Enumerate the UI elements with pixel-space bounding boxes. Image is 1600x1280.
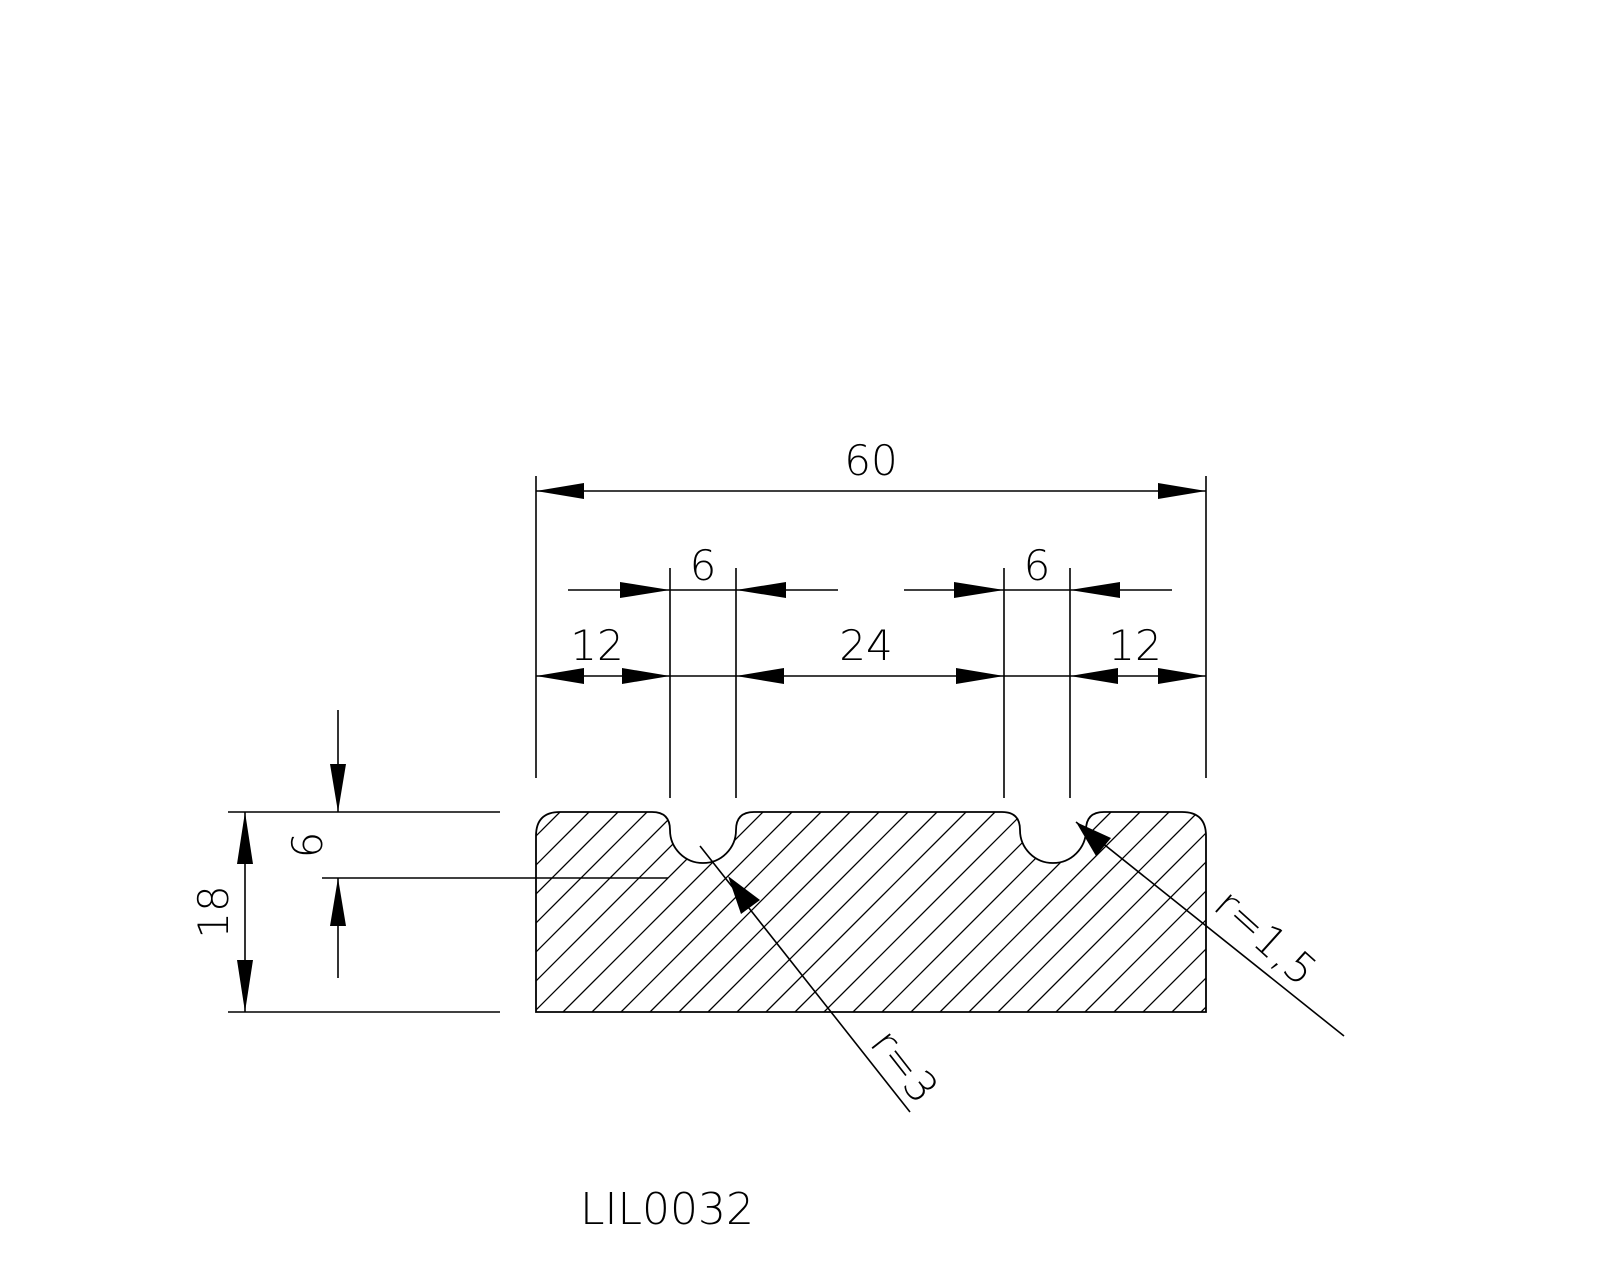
dimension-label-6-right: 6: [1024, 541, 1051, 590]
dimension-groove-depth: 6: [283, 710, 346, 978]
hatch-line: [536, 812, 735, 1012]
dimension-label-12-right: 12: [1108, 621, 1161, 670]
hatch-line: [620, 812, 822, 1012]
hatch-line: [1026, 812, 1206, 1012]
hatch-line: [968, 812, 1170, 1012]
hatch-line: [536, 812, 561, 1012]
hatch-line: [823, 812, 1025, 1012]
dimension-overall-width: 60: [536, 436, 1206, 499]
hatch-line: [881, 812, 1083, 1012]
hatch-line: [536, 812, 619, 1012]
dimension-label-18: 18: [189, 885, 238, 938]
hatch-line: [1055, 812, 1206, 1012]
hatch-line: [678, 812, 880, 1012]
hatch-line: [997, 812, 1199, 1012]
hatch-line: [1142, 812, 1206, 1012]
leader-groove-radius: r=3: [699, 845, 948, 1113]
profile-outline: [535, 811, 1207, 1013]
extension-lines: [535, 476, 1207, 798]
hatch-line: [536, 812, 677, 1012]
hatch-pattern: [536, 812, 1488, 1012]
leader-corner-radius: r=1,5: [1075, 821, 1345, 1037]
hatch-line: [1113, 812, 1206, 1012]
dimension-label-60: 60: [844, 436, 897, 485]
dimension-label-12-left: 12: [570, 621, 623, 670]
hatch-line: [765, 812, 967, 1012]
height-extension-lines: [228, 811, 668, 1013]
hatch-line: [536, 812, 706, 1012]
dimension-chain: 12 24 12: [536, 621, 1206, 684]
hatch-line: [536, 812, 590, 1012]
dimension-label-6-depth: 6: [283, 832, 332, 859]
dimension-groove-width-left: 6: [568, 541, 838, 598]
radius-label-r3: r=3: [861, 1020, 948, 1113]
dimension-label-24: 24: [839, 621, 892, 670]
hatch-line: [794, 812, 996, 1012]
dimension-overall-height: 18: [189, 812, 253, 1012]
hatch-line: [707, 812, 909, 1012]
hatch-line: [1084, 812, 1206, 1012]
dimension-groove-width-right: 6: [904, 541, 1172, 598]
hatch-line: [591, 812, 793, 1012]
part-code-label: LIL0032: [580, 1184, 754, 1235]
hatch-line: [1288, 812, 1488, 1012]
radius-label-r1-5: r=1,5: [1205, 879, 1326, 995]
hatch-line: [910, 812, 1112, 1012]
hatch-line: [536, 812, 648, 1012]
hatch-line: [852, 812, 1054, 1012]
hatch-line: [736, 812, 938, 1012]
hatch-line: [649, 812, 851, 1012]
dimension-label-6-left: 6: [690, 541, 717, 590]
hatch-line: [939, 812, 1141, 1012]
